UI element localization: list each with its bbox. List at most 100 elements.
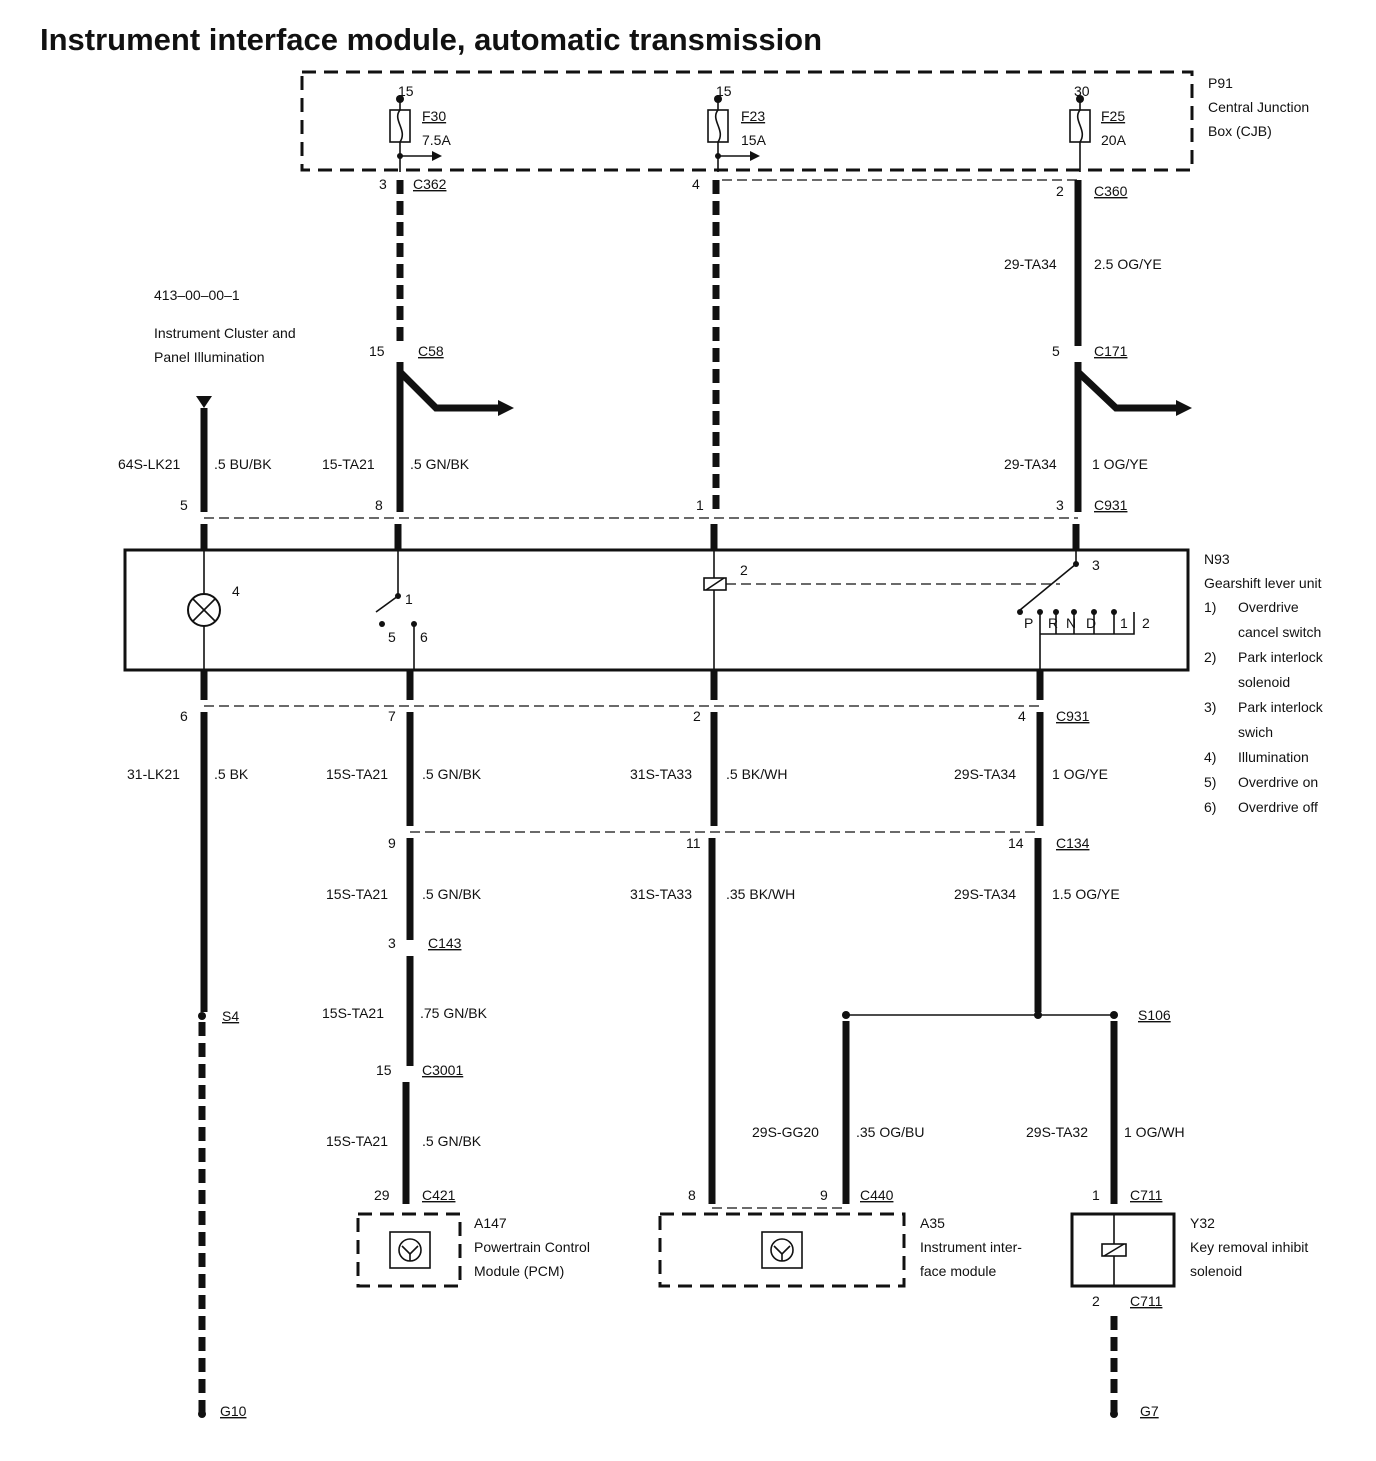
c360-pin: 2 <box>1056 183 1064 199</box>
wire-31-lk21-circuit: 31-LK21 <box>127 766 180 782</box>
c58-name: C58 <box>418 343 444 359</box>
c134-name: C134 <box>1056 835 1090 851</box>
pcm-name-line2: Module (PCM) <box>474 1263 564 1279</box>
c360-name: C360 <box>1094 183 1128 199</box>
reference-code: 413–00–00–1 <box>154 287 240 303</box>
wire-15s-ta21-c-circuit: 15S-TA21 <box>322 1005 384 1021</box>
iim-id: A35 <box>920 1215 945 1231</box>
c171-pin: 5 <box>1052 343 1060 359</box>
od-switch-contact-5 <box>379 621 385 627</box>
wire-29-ta34-a-circuit: 29-TA34 <box>1004 256 1057 272</box>
fuse-f23-id: F23 <box>741 108 765 124</box>
y32-name-line2: solenoid <box>1190 1263 1242 1279</box>
pcm-module <box>356 1212 462 1288</box>
diagram-title: Instrument interface module, automatic t… <box>40 22 822 57</box>
ground-g10-icon <box>198 1410 206 1418</box>
splice-s106-node-right <box>1110 1011 1118 1019</box>
fuse-f23-rating: 15A <box>741 132 767 148</box>
c931-bottom-pin-6: 6 <box>180 708 188 724</box>
wire-15-ta21-spec: .5 GN/BK <box>410 456 470 472</box>
wire-15s-ta21-d-spec: .5 GN/BK <box>422 1133 482 1149</box>
c3001-pin: 15 <box>376 1062 392 1078</box>
wire-29s-gg20-circuit: 29S-GG20 <box>752 1124 819 1140</box>
legend-text-6: Overdrive off <box>1238 799 1318 815</box>
fuse-f25-rating: 20A <box>1101 132 1127 148</box>
wire-31s-ta33-a-spec: .5 BK/WH <box>726 766 787 782</box>
solenoid-label: 2 <box>740 562 748 578</box>
ground-g10: G10 <box>220 1403 247 1419</box>
c711-bottom-name: C711 <box>1130 1293 1163 1309</box>
wire-15-ta21-circuit: 15-TA21 <box>322 456 375 472</box>
legend-text-3a: Park interlock <box>1238 699 1324 715</box>
reference-line1: Instrument Cluster and <box>154 325 296 341</box>
wire-29s-ta32-spec: 1 OG/WH <box>1124 1124 1185 1140</box>
c931-bottom-pin-7: 7 <box>388 708 396 724</box>
gear-2: 2 <box>1142 615 1150 631</box>
wire-15s-ta21-a-spec: .5 GN/BK <box>422 766 482 782</box>
c3001-name: C3001 <box>422 1062 463 1078</box>
od-switch-label-1: 1 <box>405 591 413 607</box>
c440-pin-9: 9 <box>820 1187 828 1203</box>
wire-31s-ta33-b-spec: .35 BK/WH <box>726 886 795 902</box>
pcm-icon <box>389 1231 431 1269</box>
od-switch-label-5: 5 <box>388 629 396 645</box>
pcm-name-line1: Powertrain Control <box>474 1239 590 1255</box>
fuse-f30-terminal: 15 <box>398 83 414 99</box>
legend-num-2: 2) <box>1204 649 1216 665</box>
wire-31-lk21-spec: .5 BK <box>214 766 249 782</box>
y32-coil-diag <box>1103 1243 1125 1257</box>
c58-branch-arrow-icon <box>498 400 514 416</box>
legend-text-5: Overdrive on <box>1238 774 1318 790</box>
c931-top-pin-5: 5 <box>180 497 188 513</box>
wire-29s-gg20-spec: .35 OG/BU <box>856 1124 924 1140</box>
solenoid-diag <box>705 577 725 591</box>
c171-branch-wire <box>1075 369 1178 412</box>
cjb-box <box>300 70 1194 172</box>
c58-branch-wire <box>397 369 500 412</box>
c134-pin-9: 9 <box>388 835 396 851</box>
c362-pin: 3 <box>379 176 387 192</box>
iim-name-line2: face module <box>920 1263 996 1279</box>
wire-31s-ta33-a-circuit: 31S-TA33 <box>630 766 692 782</box>
reference-line2: Panel Illumination <box>154 349 265 365</box>
c931-top-pin-8: 8 <box>375 497 383 513</box>
splice-s4: S4 <box>222 1008 239 1024</box>
c171-branch-arrow-icon <box>1176 400 1192 416</box>
fuse-f25-terminal: 30 <box>1074 83 1090 99</box>
gear-r: R <box>1048 615 1058 631</box>
c711-top-name: C711 <box>1130 1187 1163 1203</box>
fuse-f30-id: F30 <box>422 108 446 124</box>
splice-s106-node-mid <box>1034 1011 1042 1019</box>
gearshift-lever-unit <box>123 548 1190 672</box>
fuse-f23-terminal: 15 <box>716 83 732 99</box>
legend-text-1a: Overdrive <box>1238 599 1299 615</box>
legend-num-4: 4) <box>1204 749 1216 765</box>
park-switch-contact <box>1017 609 1023 615</box>
ground-g7: G7 <box>1140 1403 1159 1419</box>
park-switch-blade <box>1019 563 1077 611</box>
wire-15s-ta21-a-circuit: 15S-TA21 <box>326 766 388 782</box>
instrument-interface-module <box>658 1212 906 1288</box>
c362b-pin: 4 <box>692 176 700 192</box>
gearshift-legend: 1) Overdrive cancel switch 2) Park inter… <box>1204 599 1324 815</box>
iim-icon <box>761 1231 803 1269</box>
legend-num-5: 5) <box>1204 774 1216 790</box>
c931-top-name: C931 <box>1094 497 1128 513</box>
key-removal-solenoid <box>1070 1212 1176 1288</box>
wire-29-ta34-b-spec: 1 OG/YE <box>1092 456 1148 472</box>
c931-bottom-name: C931 <box>1056 708 1090 724</box>
od-switch-label-6: 6 <box>420 629 428 645</box>
gear-n: N <box>1066 615 1076 631</box>
wire-29s-ta32-circuit: 29S-TA32 <box>1026 1124 1088 1140</box>
fuse-f23: 15 F23 15A <box>707 83 767 172</box>
reference-arrow-icon <box>196 396 212 408</box>
wire-29s-ta34-b-spec: 1.5 OG/YE <box>1052 886 1120 902</box>
pcm-id: A147 <box>474 1215 507 1231</box>
c440-name: C440 <box>860 1187 894 1203</box>
fuse-f30-rating: 7.5A <box>422 132 451 148</box>
gear-d: D <box>1086 615 1096 631</box>
legend-text-4: Illumination <box>1238 749 1309 765</box>
legend-text-1b: cancel switch <box>1238 624 1321 640</box>
gear-1: 1 <box>1120 615 1128 631</box>
